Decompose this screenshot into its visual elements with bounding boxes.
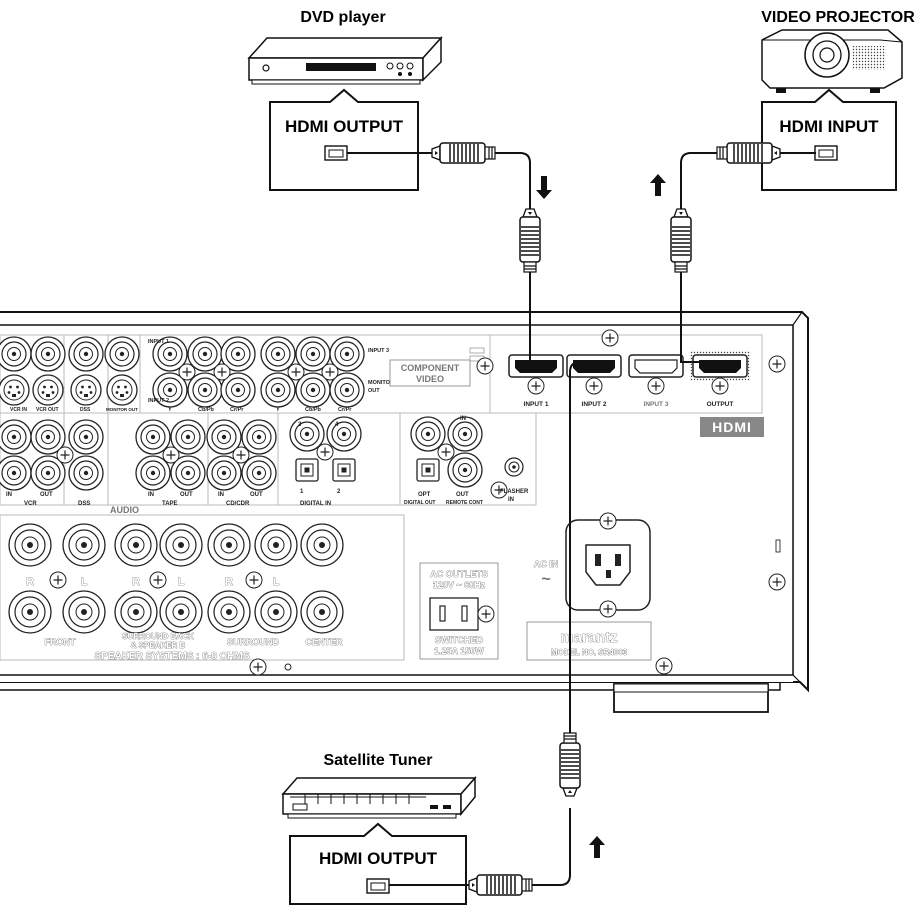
hdmi-input1-jack (508, 354, 564, 378)
remote-out-label: OUT (456, 492, 469, 498)
surround-label: SURROUND (227, 637, 280, 647)
remote-cont-label: REMOTE CONT (446, 500, 483, 506)
component-video-label-1: COMPONENT (401, 363, 460, 373)
model-label: MODEL NO. SR4003 (551, 648, 628, 657)
digital-out-label: DIGITAL OUT (404, 500, 435, 506)
digital-number: 1 (300, 489, 304, 495)
dvd-hdmi-port-icon (324, 145, 348, 161)
in-label: IN (6, 492, 12, 498)
center-label: CENTER (305, 637, 343, 647)
arrow-down-icon (536, 176, 552, 199)
digital-number: 2 (337, 489, 341, 495)
satellite-tuner-title: Satellite Tuner (323, 752, 432, 769)
hdmi-output-jack (689, 351, 751, 381)
dvd-player-icon (247, 36, 443, 85)
hdmi-input3-label: INPUT 3 (644, 401, 669, 408)
arrow-up-icon (650, 174, 666, 196)
hdmi-cable-projector (670, 142, 816, 363)
ac-power-section: AC IN ~ AC OUTLETS 120V ~ 60Hz SWITCHED … (419, 512, 673, 675)
flasher-label-2: IN (508, 497, 514, 503)
digital-number: 4 (335, 422, 339, 428)
projector-hdmi-port-icon (814, 145, 838, 161)
speaker-r-label: R (132, 576, 140, 588)
speaker-terminals (8, 523, 344, 676)
speaker-labels: R L R L R L FRONT SURROUND BACK & SPEAKE… (26, 576, 344, 663)
video-jack-labels: VCR IN VCR OUT DSS MONITOR OUT Y Cb/Pb C… (10, 407, 352, 413)
arrow-up-icon (589, 836, 605, 858)
svideo-label: DSS (80, 407, 91, 413)
ac-in-label: AC IN (534, 559, 559, 569)
in-label: IN (148, 492, 154, 498)
video-input3-label: INPUT 3 (368, 348, 389, 354)
out-label: OUT (40, 492, 53, 498)
monitor-out-label-2: OUT (368, 388, 380, 394)
audio-jacks (0, 416, 524, 499)
switched-label-1: SWITCHED (435, 635, 483, 645)
component-jack-label: Y (168, 407, 172, 413)
vcr-label: VCR (24, 501, 37, 507)
dvd-port-label: HDMI OUTPUT (285, 117, 404, 136)
opt-label: OPT (418, 492, 431, 498)
audio-section-label: AUDIO (110, 505, 139, 515)
speaker-l-label: L (178, 576, 185, 588)
front-label: FRONT (45, 637, 76, 647)
component-jack-label: Y (276, 407, 280, 413)
ac-outlets-label-1: AC OUTLETS (430, 569, 488, 579)
component-jack-label: Cr/Pr (338, 407, 352, 413)
hdmi-input2-jack (566, 354, 622, 378)
brand-label: marantz (560, 629, 618, 646)
cd-cdr-label: CD/CDR (226, 501, 250, 507)
in-label: IN (218, 492, 224, 498)
out-label: OUT (180, 492, 193, 498)
satellite-port-label: HDMI OUTPUT (319, 849, 438, 868)
video-projector-icon (761, 29, 903, 93)
satellite-tuner-icon (281, 776, 477, 819)
projector-title: VIDEO PROJECTOR (761, 9, 915, 26)
speaker-l-label: L (81, 576, 88, 588)
speaker-systems-label: SPEAKER SYSTEMS : 6-8 OHMS (94, 651, 249, 662)
component-jack-label: Cr/Pr (230, 407, 244, 413)
svideo-label: MONITOR OUT (106, 407, 138, 412)
ac-outlets-label-2: 120V ~ 60Hz (433, 580, 486, 590)
dss-label: DSS (78, 501, 90, 507)
component-jack-label: Cb/Pb (198, 407, 215, 413)
component-video-label-box: COMPONENT VIDEO (389, 359, 471, 387)
tape-label: TAPE (162, 501, 178, 507)
svideo-label: VCR IN (10, 407, 27, 413)
ac-symbol: ~ (541, 571, 550, 588)
dvd-player-title: DVD player (300, 9, 385, 26)
monitor-out-label-1: MONITOR (368, 380, 394, 386)
flasher-label-1: FLASHER (500, 489, 529, 495)
hdmi-output-label: OUTPUT (707, 401, 734, 408)
svideo-label: VCR OUT (36, 407, 59, 413)
satellite-hdmi-port-icon (366, 878, 390, 894)
hdmi-input1-label: INPUT 1 (524, 401, 549, 408)
video-input1-label: INPUT 1 (148, 339, 169, 345)
hdmi-logo: HDMI (712, 419, 752, 435)
switched-label-2: 1.25A 150W (434, 646, 484, 656)
hdmi-cable-satellite (389, 361, 594, 896)
speaker-r-label: R (26, 576, 34, 588)
component-jack-label: Cb/Pb (305, 407, 322, 413)
video-input2-label: INPUT 2 (148, 398, 169, 404)
hdmi-input3-jack (628, 354, 684, 378)
surround-back-label-1: SURROUND BACK (122, 632, 194, 641)
out-label: OUT (250, 492, 263, 498)
digital-in-label: DIGITAL IN (300, 501, 331, 507)
speaker-l-label: L (273, 576, 280, 588)
component-video-label-2: VIDEO (416, 374, 444, 384)
flasher-in-jack (504, 457, 524, 477)
hdmi-cable-dvd (347, 142, 541, 362)
audio-jack-labels: IN OUT VCR DSS IN OUT TAPE IN OUT CD/CDR… (6, 416, 529, 507)
projector-port-label: HDMI INPUT (779, 117, 879, 136)
projector-callout-box (761, 88, 897, 191)
digital-number: 3 (298, 422, 302, 428)
dvd-callout-box (269, 88, 419, 191)
surround-back-label-2: & SPEAKER B (131, 641, 186, 650)
hdmi-section: INPUT 1 INPUT 2 INPUT 3 OUTPUT HDMI (476, 329, 764, 437)
hdmi-input2-label: INPUT 2 (582, 401, 607, 408)
speaker-r-label: R (225, 576, 233, 588)
remote-in-label: IN (460, 416, 466, 422)
